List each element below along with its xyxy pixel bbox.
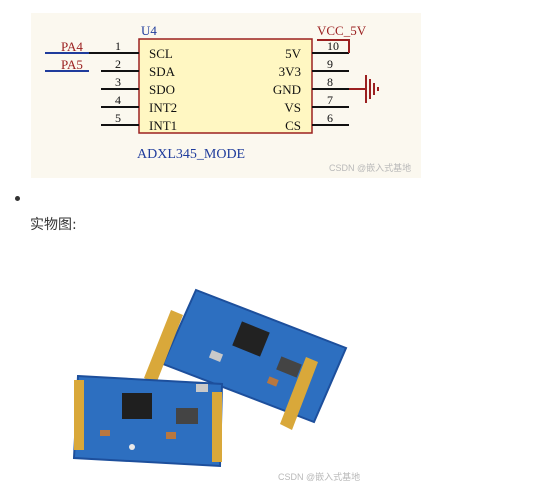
left-pins: 1 2 3 4 5 SCL SDA SDO INT2 INT1 xyxy=(89,39,177,133)
pin-number: 6 xyxy=(327,111,333,125)
pin-number: 8 xyxy=(327,75,333,89)
pin-number: 4 xyxy=(115,93,121,107)
pin-label: SDA xyxy=(149,64,176,79)
pin-number: 1 xyxy=(115,39,121,53)
pin-label: SDO xyxy=(149,82,175,97)
right-pins: 10 9 8 7 6 5V 3V3 GND VS CS xyxy=(273,39,349,133)
photo-watermark: CSDN @嵌入式基地 xyxy=(278,471,360,482)
bullet-dot xyxy=(15,196,20,201)
pin-label: VS xyxy=(284,100,301,115)
pin-label: CS xyxy=(285,118,301,133)
pin-number: 3 xyxy=(115,75,121,89)
pin-number: 9 xyxy=(327,57,333,71)
pin-number: 2 xyxy=(115,57,121,71)
chip-ref-label: U4 xyxy=(141,23,157,38)
pin-number: 10 xyxy=(327,39,339,53)
pcb-module-front xyxy=(72,374,224,468)
pin-label: GND xyxy=(273,82,301,97)
schematic-watermark: CSDN @嵌入式基地 xyxy=(329,162,411,173)
pin-label: 5V xyxy=(285,46,302,61)
pin-number: 5 xyxy=(115,111,121,125)
vcc-wire xyxy=(317,39,350,53)
pin-label: INT1 xyxy=(149,118,177,133)
schematic-diagram: U4 ADXL345_MODE PA4 PA5 1 2 3 4 5 SCL SD… xyxy=(31,13,421,178)
ground-symbol xyxy=(349,75,379,103)
caption-text: 实物图: xyxy=(30,217,77,233)
pin-label: SCL xyxy=(149,46,173,61)
net-label-pa5: PA5 xyxy=(61,57,83,72)
pcb-module-back xyxy=(144,288,348,430)
net-label-vcc: VCC_5V xyxy=(317,23,367,38)
net-label-pa4: PA4 xyxy=(61,39,83,54)
pin-number: 7 xyxy=(327,93,333,107)
pin-label: INT2 xyxy=(149,100,177,115)
pin-label: 3V3 xyxy=(279,64,301,79)
module-photo: CSDN @嵌入式基地 xyxy=(60,280,390,485)
chip-body xyxy=(138,38,313,134)
chip-part-label: ADXL345_MODE xyxy=(137,147,245,162)
